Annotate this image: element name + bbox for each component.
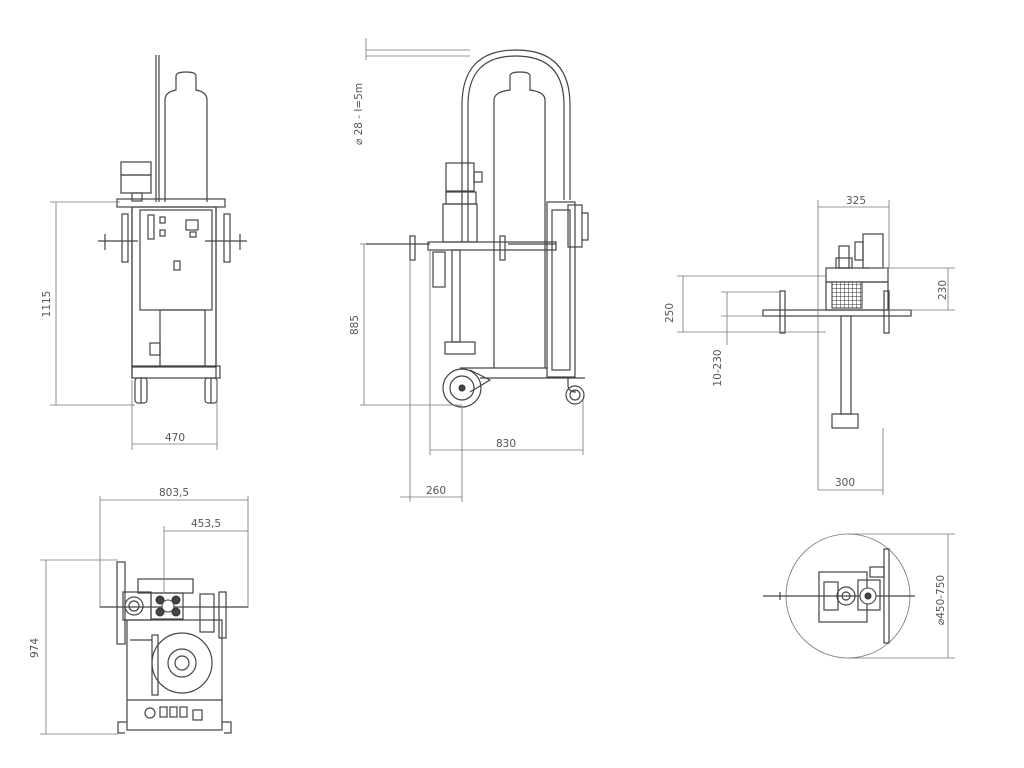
top-view [40,496,249,735]
dim-top-depth: 974 [29,638,41,658]
side-view [360,38,589,502]
dim-side-height: 885 [349,315,361,335]
dim-tank-diameter: ⌀450-750 [935,575,947,625]
dim-front-width: 470 [165,432,185,444]
dim-detail-height-right: 230 [937,280,949,300]
dim-front-height: 1115 [41,291,53,318]
dim-side-length: 830 [496,438,516,450]
dim-side-offset: 260 [426,485,446,497]
dim-top-width-partial: 453,5 [191,518,221,530]
dim-hose: ⌀ 28 - l=5m [353,83,365,145]
tank-plan-view [763,533,955,659]
dim-detail-adjust: 10-230 [712,349,724,386]
front-view [50,55,247,450]
dim-detail-width-top: 325 [846,195,866,207]
dim-detail-height-left: 250 [664,303,676,323]
detail-view [677,200,955,495]
dim-top-width-overall: 803,5 [159,487,189,499]
dim-detail-width-bottom: 300 [835,477,855,489]
